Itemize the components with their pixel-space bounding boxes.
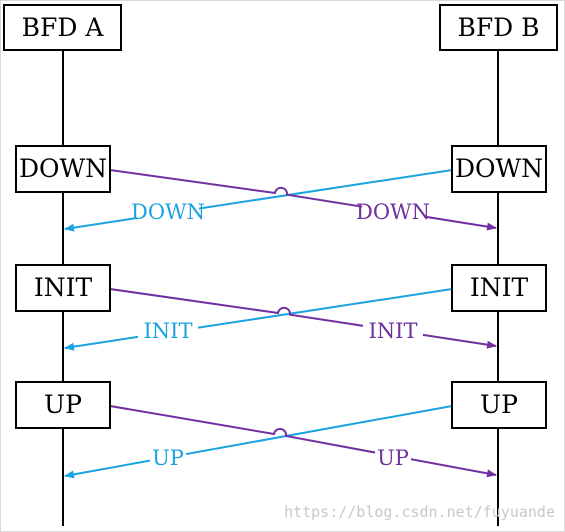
message-a-to-b-init-label-bg: [363, 317, 423, 343]
watermark-url: https://blog.csdn.net/fuyuande: [284, 503, 555, 521]
message-b-to-a-down-label-bg: [137, 198, 199, 224]
message-a-to-b-init-line: [109, 288, 497, 349]
message-a-to-b-init-label: INIT: [369, 319, 418, 343]
message-a-to-b-up-label-bg: [375, 444, 411, 470]
node-bfd-b-label: BFD B: [457, 13, 539, 42]
state-row-up: UP UP UP UP: [15, 381, 547, 479]
message-b-to-a-up-label-bg: [150, 444, 186, 470]
message-b-to-a-down-label: DOWN: [131, 200, 205, 224]
state-box-b-up-label: UP: [480, 390, 518, 419]
message-b-to-a-init-label-bg: [138, 317, 198, 343]
message-b-to-a-init-label: INIT: [144, 319, 193, 343]
state-box-a-up: [15, 381, 111, 429]
state-box-a-down: [15, 145, 111, 193]
state-box-a-init: [15, 264, 111, 312]
node-bfd-a-box: [3, 4, 122, 51]
state-row-init: INIT INIT INIT INIT: [15, 264, 547, 351]
state-box-b-init-label: INIT: [470, 273, 529, 302]
state-box-a-down-label: DOWN: [19, 154, 107, 183]
state-box-a-up-label: UP: [44, 390, 82, 419]
state-box-b-down-label: DOWN: [455, 154, 543, 183]
message-a-to-b-up-line: [109, 405, 497, 478]
message-a-to-b-down-label: DOWN: [356, 200, 430, 224]
message-b-to-a-up-label: UP: [152, 446, 184, 470]
message-a-to-b-up-label: UP: [377, 446, 409, 470]
node-bfd-b: BFD B: [439, 4, 558, 51]
message-a-to-b-down-line: [109, 169, 497, 231]
node-bfd-a: BFD A: [3, 4, 122, 51]
state-box-a-init-label: INIT: [34, 273, 93, 302]
message-b-to-a-down-line: [64, 169, 453, 232]
state-box-b-down: [451, 145, 547, 193]
message-a-to-b-down-label-bg: [362, 198, 424, 224]
state-box-b-init: [451, 264, 547, 312]
message-b-to-a-up-line: [64, 405, 453, 479]
state-row-down: DOWN DOWN DOWN DOWN: [15, 145, 547, 232]
node-bfd-b-box: [439, 4, 558, 51]
node-bfd-a-label: BFD A: [22, 13, 105, 42]
state-box-b-up: [451, 381, 547, 429]
message-b-to-a-init-line: [64, 288, 453, 351]
